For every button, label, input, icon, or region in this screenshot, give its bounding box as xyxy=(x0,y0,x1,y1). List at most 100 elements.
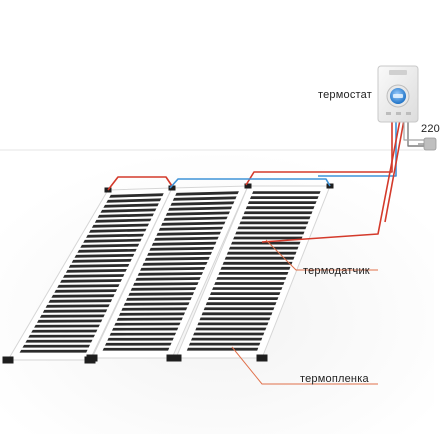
film-stripe xyxy=(188,342,261,346)
film-stripe xyxy=(133,282,199,286)
film-stripe xyxy=(231,241,301,245)
film-clip xyxy=(170,354,182,362)
film-stripe xyxy=(165,211,230,216)
film-stripe xyxy=(105,342,172,346)
film-stripe xyxy=(91,223,149,228)
film-stripe xyxy=(25,339,93,343)
film-clip xyxy=(256,354,268,362)
film-stripe xyxy=(161,221,226,226)
film-stripe xyxy=(224,256,295,260)
film-stripe xyxy=(245,206,315,210)
film-clip xyxy=(244,183,252,189)
film-stripe xyxy=(130,287,197,291)
film-stripe xyxy=(156,231,221,236)
wiring xyxy=(107,119,424,243)
film-stripe xyxy=(48,299,113,303)
film-stripe xyxy=(28,334,95,338)
film-stripe xyxy=(107,337,174,341)
film-stripe xyxy=(243,211,313,215)
film-stripe xyxy=(147,251,212,256)
wire-gray-mains-2 xyxy=(403,120,424,141)
film-stripe xyxy=(103,203,159,208)
power-plug-icon xyxy=(418,137,437,151)
film-stripe xyxy=(126,297,192,301)
film-stripe xyxy=(207,297,279,300)
leader-lines xyxy=(231,239,378,385)
film-stripe xyxy=(210,292,281,295)
film-stripe xyxy=(39,314,105,318)
film-stripe xyxy=(31,329,98,333)
film-stripe xyxy=(102,347,170,351)
film-stripe xyxy=(168,206,233,211)
film-stripe xyxy=(123,302,190,306)
film-stripe xyxy=(37,319,103,323)
film-stripe xyxy=(112,327,179,331)
wire-red-top xyxy=(107,176,173,191)
film-stripe xyxy=(175,191,239,196)
film-stripe xyxy=(68,264,130,268)
film-stripe xyxy=(60,279,122,283)
film-stripe xyxy=(140,267,206,271)
film-stripe xyxy=(45,304,110,308)
film-stripe xyxy=(222,261,293,265)
film-stripe xyxy=(19,349,88,353)
film-stripe xyxy=(42,309,108,313)
film-stripe xyxy=(218,272,289,275)
film-stripe xyxy=(128,292,194,296)
thermostat-icon xyxy=(377,65,419,123)
film-stripe xyxy=(100,208,157,213)
leader-film xyxy=(231,346,378,385)
film-stripe xyxy=(233,236,303,240)
film-stripe xyxy=(191,337,263,341)
film-clip xyxy=(86,354,98,362)
film-stripe xyxy=(199,317,271,321)
film-stripe xyxy=(86,233,145,238)
film-clip xyxy=(2,356,14,364)
film-stripe xyxy=(170,201,235,206)
film-stripe xyxy=(89,228,147,233)
film-stripe xyxy=(74,253,135,258)
film-stripe xyxy=(80,243,140,248)
film-stripe xyxy=(193,332,265,336)
film-stripe xyxy=(121,307,188,311)
film-stripe xyxy=(109,332,177,336)
wire-gray-mains xyxy=(407,120,424,147)
film-stripe xyxy=(116,317,183,321)
sensor-label: термодатчик xyxy=(303,265,370,277)
film-stripe xyxy=(83,238,142,243)
film-stripe xyxy=(34,324,100,328)
film-stripe xyxy=(205,302,277,306)
film-stripe xyxy=(97,213,154,218)
film-stripe xyxy=(63,274,125,278)
thermostat-label: термостат xyxy=(318,89,372,101)
film-stripe xyxy=(214,282,285,285)
film-strips xyxy=(2,183,334,364)
film-stripe xyxy=(22,344,90,348)
film-stripe xyxy=(158,226,224,231)
film-stripe xyxy=(77,248,137,253)
film-stripe xyxy=(51,294,115,298)
film-stripe xyxy=(149,246,215,251)
film-stripe xyxy=(247,201,317,204)
film-strip-3 xyxy=(170,183,334,362)
film-strip-1 xyxy=(2,185,176,364)
film-stripe xyxy=(109,193,164,198)
wire-red-riser-2 xyxy=(384,119,405,223)
film-stripe xyxy=(197,322,269,326)
film-stripe xyxy=(201,312,273,316)
film-stripe xyxy=(172,196,237,201)
film-stripe xyxy=(216,277,287,280)
film-stripe xyxy=(252,191,321,194)
film-stripe xyxy=(142,262,208,266)
film-stripe xyxy=(106,198,162,203)
wire-blue-top xyxy=(169,178,331,189)
film-stripe xyxy=(144,256,210,261)
film-stripe xyxy=(114,322,181,326)
film-clip xyxy=(168,185,176,191)
film-stripe xyxy=(71,258,132,263)
film-stripe xyxy=(228,246,299,250)
leader-sensor xyxy=(265,239,378,271)
film-stripe xyxy=(235,231,305,235)
